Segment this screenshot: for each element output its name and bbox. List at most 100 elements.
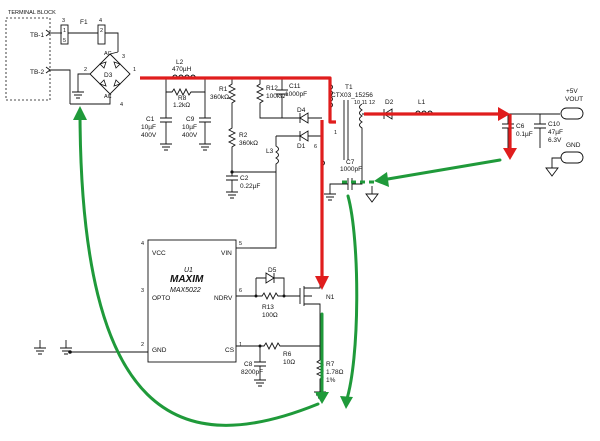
d1-ref: D1 bbox=[297, 143, 306, 150]
primary-ground bbox=[324, 193, 336, 201]
output-ground bbox=[545, 157, 561, 177]
bridge-pin1: 1 bbox=[133, 67, 136, 73]
c1-capacitor bbox=[160, 92, 172, 144]
bridge-pin3: 3 bbox=[122, 54, 125, 60]
fuse-pin4: 4 bbox=[99, 18, 102, 24]
r13-ref: R13 bbox=[262, 304, 274, 311]
c7-value: 1000pF bbox=[340, 166, 362, 173]
c6-ref: C6 bbox=[516, 123, 525, 130]
bridge-ac1-wire bbox=[109, 51, 119, 55]
red-arrow-switch bbox=[315, 276, 329, 290]
c8-ref: C8 bbox=[244, 361, 253, 368]
c11-capacitor bbox=[276, 78, 288, 118]
t1-pin6: 6 bbox=[314, 144, 317, 150]
gnd-symbol-left bbox=[34, 340, 46, 355]
tb2-label: TB-2 bbox=[30, 69, 44, 76]
u1-cs: CS bbox=[225, 347, 235, 354]
u1-pin4: 4 bbox=[141, 241, 144, 247]
l3-ref: L3 bbox=[266, 148, 274, 155]
u1-vin: VIN bbox=[221, 250, 232, 257]
t1-pins: 10 11 12 bbox=[354, 100, 375, 106]
c2-ref: C2 bbox=[240, 175, 249, 182]
c10-value1: 47µF bbox=[548, 129, 563, 136]
bridge-ref: D3 bbox=[104, 72, 113, 79]
r12-resistor bbox=[255, 78, 300, 119]
t1-part: CTX03_15256 bbox=[331, 92, 373, 99]
t1-ref: T1 bbox=[345, 84, 353, 91]
c10-value2: 6.3V bbox=[548, 137, 562, 144]
d5-ref: D5 bbox=[268, 267, 277, 274]
tb1-connector bbox=[45, 29, 51, 37]
fuse-pin5: 5 bbox=[63, 38, 66, 44]
fuse-out-wire bbox=[105, 32, 119, 52]
gnd-label: GND bbox=[566, 142, 581, 149]
u1-pin1: 1 bbox=[239, 342, 242, 348]
green-arrow-primary bbox=[73, 106, 87, 120]
l3-winding bbox=[250, 136, 279, 249]
r6-value: 10Ω bbox=[283, 359, 295, 366]
secondary-ground bbox=[365, 186, 379, 203]
l1-ref: L1 bbox=[418, 99, 426, 106]
u1-gnd: GND bbox=[152, 347, 167, 354]
t1-pin1: 1 bbox=[334, 130, 337, 136]
c9-ground bbox=[199, 143, 211, 151]
t1-secondary bbox=[359, 103, 363, 140]
c7-capacitor bbox=[329, 140, 363, 194]
c11-value: 1000pF bbox=[285, 91, 307, 98]
r6-resistor bbox=[236, 341, 320, 351]
r8-ref: R8 bbox=[178, 95, 187, 102]
r6-ref: R6 bbox=[283, 351, 292, 358]
r1-r2-divider bbox=[227, 78, 237, 172]
green-return-primary bbox=[78, 108, 320, 427]
fuse-block-left bbox=[60, 24, 69, 45]
green-return-secondary bbox=[380, 158, 502, 182]
tb2-connector bbox=[45, 66, 51, 74]
green-arrow-aux bbox=[340, 396, 353, 409]
bridge-diodes bbox=[99, 61, 121, 87]
r8-resistor bbox=[165, 78, 206, 97]
red-arrow-load bbox=[503, 148, 517, 160]
bridge-ground bbox=[72, 91, 84, 99]
c8-value: 8200pF bbox=[241, 369, 263, 376]
c1-value2: 400V bbox=[141, 132, 157, 139]
c9-ref: C9 bbox=[186, 116, 195, 123]
fuse-pin2: 2 bbox=[100, 28, 103, 34]
u1-opto: OPTO bbox=[152, 295, 170, 302]
fuse-block-right bbox=[97, 24, 106, 45]
red-primary-path bbox=[140, 76, 336, 124]
c9-value2: 400V bbox=[182, 132, 198, 139]
c10-capacitor bbox=[534, 114, 546, 148]
n1-mosfet bbox=[299, 278, 321, 312]
tb2-wire bbox=[50, 69, 71, 104]
d4-diode bbox=[292, 112, 322, 124]
terminal-block-outline bbox=[5, 17, 51, 101]
bridge-ac1: AC bbox=[104, 51, 112, 57]
r13-value: 100Ω bbox=[262, 312, 278, 319]
u1-pin3: 3 bbox=[141, 288, 144, 294]
tb1-label: TB-1 bbox=[30, 32, 44, 39]
c1-ground bbox=[160, 143, 172, 151]
c9-capacitor bbox=[199, 92, 211, 144]
gnd-symbol-mid bbox=[60, 340, 72, 355]
junction-ndrv bbox=[254, 294, 258, 298]
u1-pin6: 6 bbox=[239, 288, 242, 294]
r7-value1: 1.78Ω bbox=[326, 369, 344, 376]
junction-gate bbox=[282, 294, 286, 298]
l2-ref: L2 bbox=[176, 59, 184, 66]
c9-value1: 10µF bbox=[182, 124, 197, 131]
ndrv-network bbox=[236, 272, 300, 301]
vout-label-1: +5V bbox=[566, 88, 578, 95]
junction-c2 bbox=[230, 170, 234, 174]
bridge-pin4: 4 bbox=[120, 102, 123, 108]
c6-value: 0.1µF bbox=[516, 131, 533, 138]
d1-diode bbox=[276, 130, 322, 142]
c2-value: 0.22µF bbox=[240, 183, 260, 190]
gnd-terminal bbox=[560, 151, 584, 164]
c10-ref: C10 bbox=[548, 121, 560, 128]
d2-ref: D2 bbox=[385, 99, 394, 106]
t1-core bbox=[343, 100, 349, 160]
l2-value: 470µH bbox=[172, 66, 192, 73]
vout-terminal bbox=[560, 107, 584, 120]
c1-ref: C1 bbox=[146, 116, 155, 123]
